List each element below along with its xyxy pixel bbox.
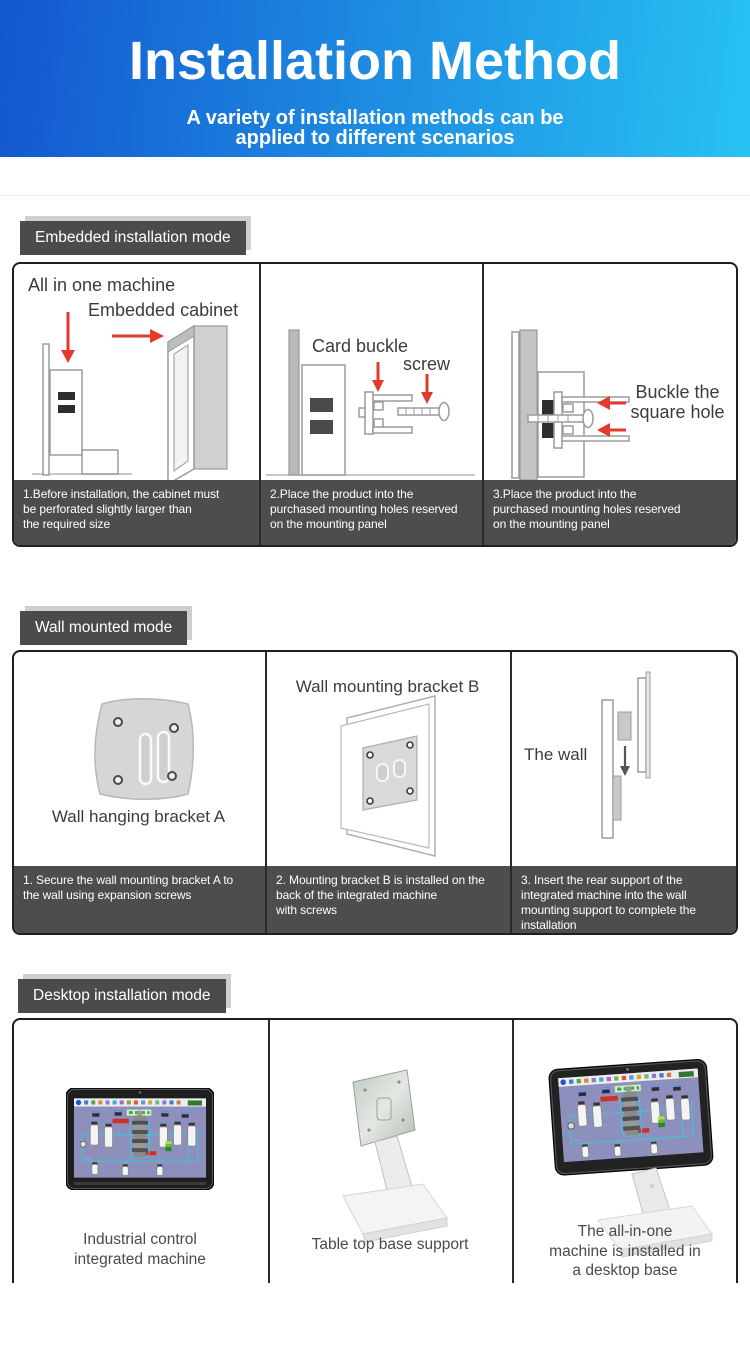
annotation-screw: screw — [403, 354, 451, 374]
caption-wall-step1: 1. Secure the wall mounting bracket A to… — [14, 866, 265, 933]
page-subtitle: A variety of installation methods can be… — [186, 107, 564, 150]
diagram-embedded-step1 — [32, 312, 228, 480]
divider-line — [0, 195, 750, 196]
caption-embedded-step1: 1.Before installation, the cabinet must … — [14, 480, 259, 545]
section-label-embedded: Embedded installation mode — [20, 221, 246, 255]
section-label-wall-mounted: Wall mounted mode — [20, 611, 188, 645]
caption-desktop-cell2: Table top base support — [311, 1236, 469, 1253]
annotation-card-buckle: Card buckle — [312, 336, 409, 356]
annotation-all-in-one-machine: All in one machine — [28, 275, 176, 295]
diagram-wall-install — [601, 671, 651, 839]
cell-divider — [259, 264, 261, 545]
label-wall-mounting-bracket-b: Wall mounting bracket B — [295, 677, 480, 696]
caption-wall-step2: 2. Mounting bracket B is installed on th… — [267, 866, 510, 933]
caption-embedded-step2: 2.Place the product into the purchased m… — [261, 480, 482, 545]
cell-divider — [482, 264, 484, 545]
caption-embedded-step3: 3.Place the product into the purchased m… — [484, 480, 736, 545]
cell-divider — [265, 652, 267, 933]
product-image-integrated-machine — [66, 1088, 214, 1190]
page-title: Installation Method — [129, 31, 621, 91]
cell-divider — [268, 1020, 270, 1283]
product-image-table-base — [342, 1069, 448, 1243]
header-banner: Installation Method A variety of install… — [0, 0, 750, 157]
label-wall-hanging-bracket-a: Wall hanging bracket A — [51, 807, 226, 826]
diagram-embedded-step3 — [511, 329, 630, 480]
diagram-wall-bracket-b — [340, 695, 436, 857]
cell-divider — [512, 1020, 514, 1283]
section-label-desktop: Desktop installation mode — [18, 979, 226, 1013]
caption-wall-step3: 3. Insert the rear support of the integr… — [512, 866, 736, 933]
diagram-wall-bracket-a — [94, 698, 194, 800]
annotation-the-wall: The wall — [524, 745, 588, 764]
annotation-buckle-square-hole: Buckle the square hole — [630, 382, 725, 422]
caption-desktop-cell1: Industrial control integrated machine — [74, 1231, 206, 1268]
diagram-embedded-step2 — [266, 329, 475, 476]
product-image-desktop-machine — [548, 1059, 714, 1258]
cell-divider — [510, 652, 512, 933]
caption-desktop-cell3: The all-in-one machine is installed in a… — [549, 1223, 701, 1280]
annotation-embedded-cabinet: Embedded cabinet — [88, 300, 239, 320]
